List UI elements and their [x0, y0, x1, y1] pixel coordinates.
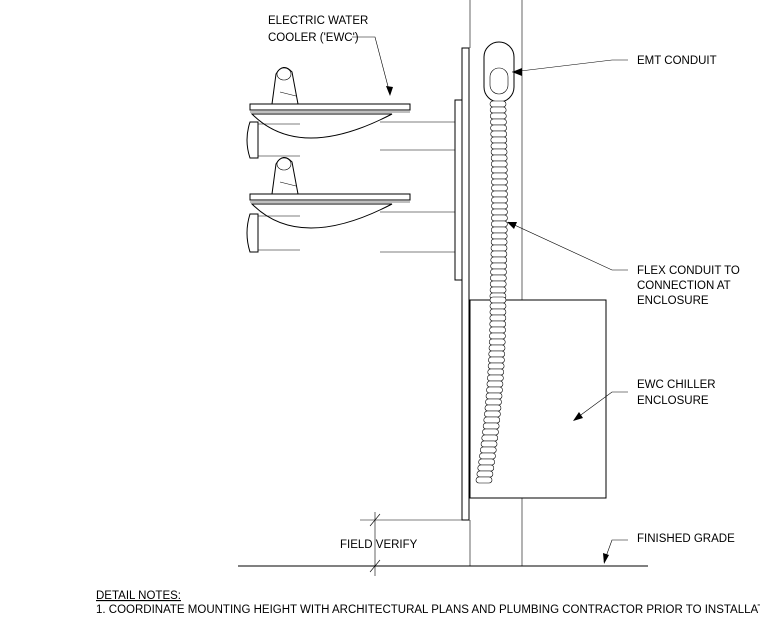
flex-conduit-link	[490, 118, 507, 126]
flex-conduit-link	[481, 434, 499, 442]
flex-conduit-link	[482, 428, 499, 436]
flex-conduit-link	[489, 302, 507, 310]
flex-conduit-link	[478, 458, 495, 466]
flex-conduit-link	[490, 148, 508, 156]
flex-conduit-link	[491, 184, 508, 192]
flex-conduit-link	[491, 208, 508, 216]
flex-conduit-link	[490, 232, 508, 240]
flex-conduit-link	[490, 262, 507, 270]
wall-lines	[469, 0, 523, 566]
label-flex-line2: CONNECTION AT	[637, 280, 731, 292]
label-chiller-line1: EWC CHILLER	[637, 379, 716, 391]
flex-conduit-link	[490, 154, 508, 162]
flex-conduit-link	[487, 368, 505, 376]
ewc-upper-unit	[246, 67, 455, 159]
flex-conduit-link	[477, 464, 495, 472]
flex-conduit-link	[491, 166, 508, 174]
flex-conduit-link	[480, 440, 498, 448]
flex-conduit-link	[487, 362, 505, 370]
label-finished-grade: FINISHED GRADE	[637, 533, 735, 545]
flex-conduit-link	[488, 356, 505, 364]
flex-conduit-link	[491, 220, 508, 228]
flex-conduit-link	[490, 268, 507, 276]
flex-conduit-link	[489, 296, 507, 304]
flex-conduit-link	[483, 416, 501, 424]
flex-conduit-link	[489, 332, 506, 340]
flex-conduit-link	[486, 386, 503, 394]
flex-conduit-link	[475, 476, 493, 484]
flex-conduit-link	[489, 106, 507, 114]
label-ewc-line2: COOLER ('EWC')	[268, 32, 359, 44]
flex-conduit-link	[479, 452, 496, 460]
flex-conduit-link	[484, 404, 502, 412]
flex-conduit-link	[485, 392, 503, 400]
emt-conduit	[483, 41, 515, 103]
flex-conduit-link	[484, 410, 501, 418]
field-verify-dimension	[360, 512, 462, 576]
flex-conduit-link	[489, 286, 507, 294]
flex-conduit-link	[488, 344, 506, 352]
flex-conduit-link	[485, 398, 502, 406]
flex-conduit-link	[490, 226, 508, 234]
flex-conduit-link	[491, 214, 508, 222]
flex-conduit-link	[490, 160, 508, 168]
flex-conduit-link	[476, 470, 494, 478]
flex-conduit-link	[488, 338, 506, 346]
flex-conduit-link	[490, 256, 508, 264]
flex-conduit-link	[489, 314, 507, 322]
flex-conduit-link	[490, 244, 508, 252]
flex-conduit-link	[491, 196, 508, 204]
flex-conduit-link	[490, 136, 508, 144]
mounting-plate	[454, 47, 470, 521]
flex-conduit-link	[489, 280, 507, 288]
leader-lines	[352, 36, 628, 564]
detail-note-1: 1. COORDINATE MOUNTING HEIGHT WITH ARCHI…	[96, 604, 760, 616]
flex-conduit-link	[487, 374, 504, 382]
flex-conduit-link	[489, 308, 507, 316]
flex-conduit-link	[489, 100, 507, 108]
label-field-verify: FIELD VERIFY	[340, 539, 418, 551]
flex-conduit-link	[488, 350, 506, 358]
flex-conduit-link	[490, 274, 507, 282]
flex-conduit-link	[489, 320, 507, 328]
flex-conduit-link	[486, 380, 504, 388]
label-flex-line3: ENCLOSURE	[637, 295, 709, 307]
ewc-lower-unit	[246, 157, 455, 253]
flex-conduit-link	[479, 446, 497, 454]
label-emt-conduit: EMT CONDUIT	[637, 55, 717, 67]
label-chiller-line2: ENCLOSURE	[637, 395, 709, 407]
flex-conduit-link	[490, 124, 507, 132]
flex-conduit-link	[491, 172, 508, 180]
flex-conduit-link	[490, 250, 508, 258]
flex-conduit-link	[490, 130, 508, 138]
flex-conduit-lower	[475, 296, 507, 484]
flex-conduit-link	[491, 178, 508, 186]
flex-conduit-link	[482, 422, 500, 430]
label-ewc-line1: ELECTRIC WATER	[268, 15, 368, 27]
label-flex-line1: FLEX CONDUIT TO	[637, 265, 740, 277]
flex-conduit-link	[491, 190, 508, 198]
flex-conduit-link	[491, 202, 508, 210]
flex-conduit-link	[490, 142, 508, 150]
flex-conduit-link	[490, 238, 508, 246]
flex-conduit-link	[489, 112, 507, 120]
flex-conduit-link	[489, 326, 506, 334]
detail-notes-heading: DETAIL NOTES:	[96, 590, 181, 602]
